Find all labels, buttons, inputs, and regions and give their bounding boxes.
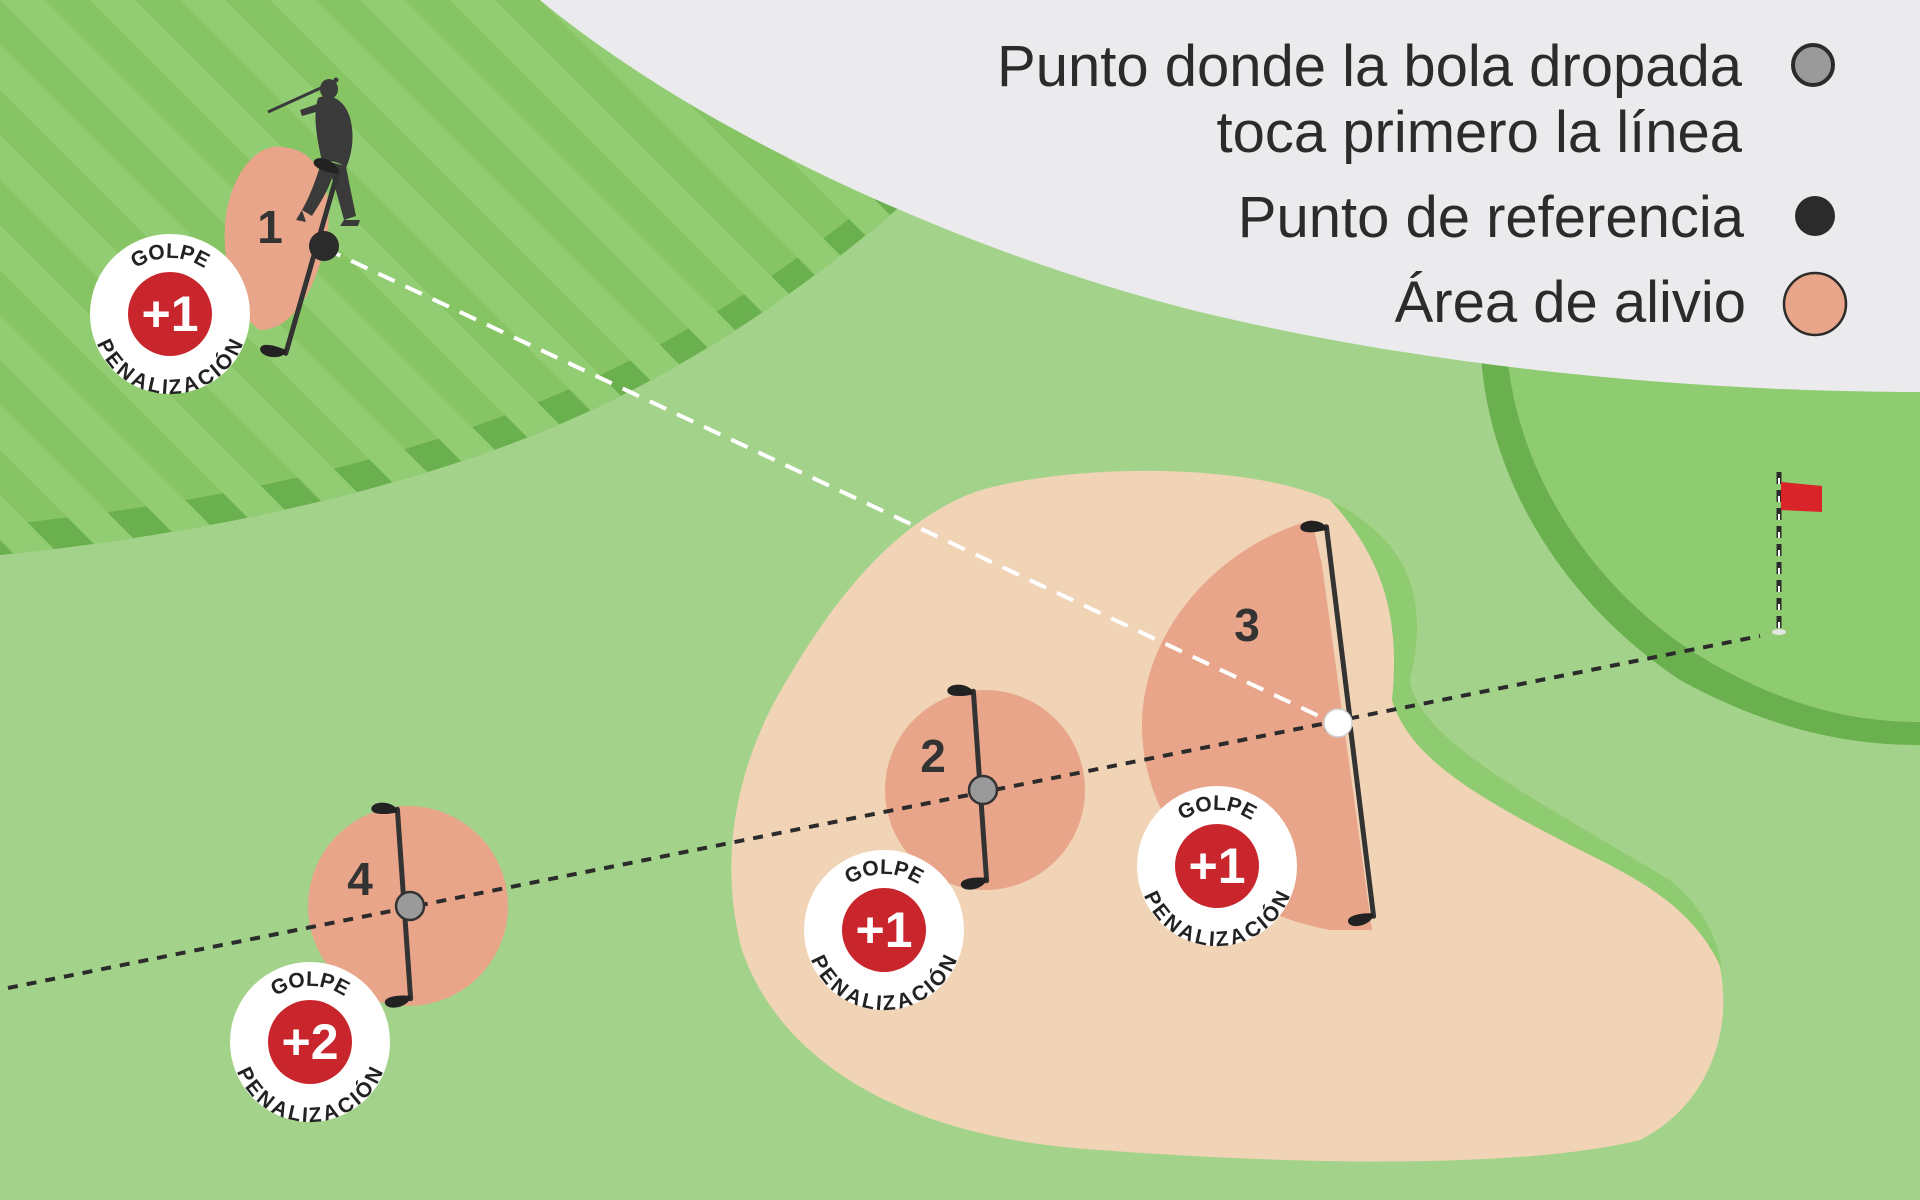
- badge-value-3: +1: [1188, 838, 1245, 894]
- legend-relief-area: Área de alivio: [1395, 270, 1746, 335]
- legend-reference-point-icon: [1795, 196, 1835, 236]
- legend-relief-area-icon: [1782, 271, 1848, 337]
- line-of-play: [323, 246, 1339, 727]
- legend-drop-point-icon: [1791, 43, 1835, 87]
- legend-drop-point-line1: Punto donde la bola dropada: [997, 34, 1743, 99]
- penalty-badge-2: GOLPE +1 PENALIZACIÓN: [804, 850, 964, 1016]
- badge-value-2: +1: [855, 902, 912, 958]
- badge-value-1: +1: [141, 286, 198, 342]
- flag-icon: [1772, 472, 1822, 635]
- golfer-silhouette-icon: [267, 77, 360, 226]
- fairway-stripe: [0, 0, 155, 555]
- option-number-3: 3: [1234, 599, 1260, 651]
- putting-green: [1506, 330, 1920, 722]
- option-number-4: 4: [347, 853, 373, 905]
- reference-line: [7, 634, 1761, 990]
- option-number-1: 1: [257, 201, 283, 253]
- golf-ball-icon: [1323, 708, 1353, 738]
- drop-point-marker-4: [394, 890, 426, 922]
- legend: Punto donde la bola dropada toca primero…: [997, 34, 1848, 337]
- reference-point-marker: [309, 231, 339, 261]
- option-number-2: 2: [920, 730, 946, 782]
- legend-panel: [540, 0, 1920, 392]
- legend-drop-point-line2: toca primero la línea: [1217, 100, 1743, 165]
- badge-value-4: +2: [281, 1014, 338, 1070]
- relief-area-1: [224, 146, 329, 330]
- bunker-lip: [1330, 500, 1722, 970]
- fairway-stripe: [0, 0, 335, 555]
- legend-reference-point: Punto de referencia: [1238, 185, 1745, 250]
- fairway-stripe: [0, 0, 245, 555]
- drop-point-marker-2: [967, 774, 999, 806]
